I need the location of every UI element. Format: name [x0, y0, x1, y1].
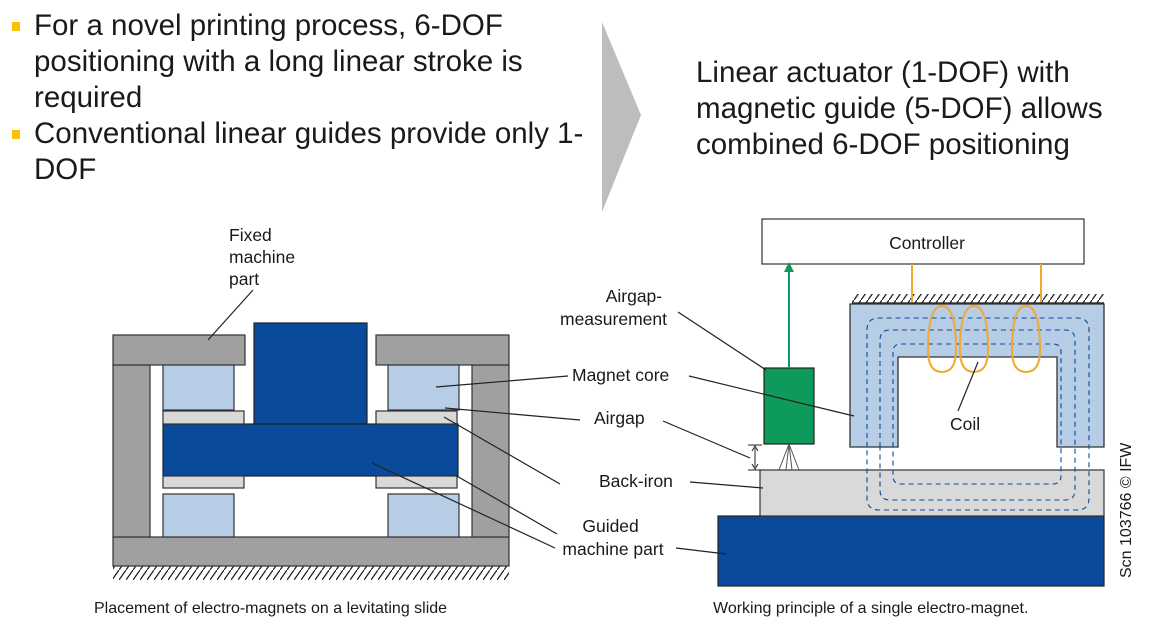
- label-magnet-core: Magnet core: [572, 365, 669, 385]
- problem-bullets: For a novel printing process, 6-DOF posi…: [10, 8, 590, 188]
- label-airgap-measurement: Airgap- measurement: [560, 286, 667, 329]
- levitating-slide-diagram: Fixed machine part Guided machine part P…: [94, 225, 664, 617]
- upper-back-iron: [162, 410, 245, 425]
- upper-back-iron: [375, 410, 458, 425]
- label-airgap: Airgap: [594, 408, 645, 428]
- electromagnet-diagram: Controller: [560, 218, 1135, 617]
- sensor-beam: [778, 443, 800, 471]
- back-iron-block: [759, 469, 1105, 517]
- bullet-item: Conventional linear guides provide only …: [10, 116, 590, 188]
- copyright-note: Scn 103766 © IFW: [1118, 442, 1135, 578]
- lower-magnet: [387, 493, 460, 538]
- coil-wire: [911, 264, 1042, 374]
- top-plate-right: [375, 334, 510, 366]
- bullet-marker-icon: [12, 22, 20, 31]
- top-plate-left: [112, 334, 246, 366]
- slide-bar: [162, 423, 459, 477]
- lower-back-iron: [375, 475, 458, 489]
- lower-back-iron: [162, 475, 245, 489]
- signal-arrow-icon: [784, 262, 794, 272]
- controller-box: [761, 218, 1085, 265]
- label-fixed-machine-part: Fixed machine part: [229, 225, 300, 289]
- airgap-dimension: [748, 444, 762, 471]
- flux-lines: [866, 317, 1090, 511]
- bullet-text: For a novel printing process, 6-DOF posi…: [34, 9, 523, 114]
- chevron-arrow-icon: [602, 22, 641, 212]
- bullet-text: Conventional linear guides provide only …: [34, 117, 584, 186]
- airgap-sensor: [763, 367, 815, 445]
- controller-label: Controller: [889, 233, 965, 253]
- bullet-marker-icon: [12, 130, 20, 139]
- label-coil: Coil: [950, 414, 980, 434]
- left-caption: Placement of electro-magnets on a levita…: [94, 600, 447, 617]
- base-block: [717, 515, 1105, 587]
- upper-magnet: [162, 364, 235, 411]
- upper-magnet: [387, 364, 460, 411]
- mount-hatch: [852, 294, 1104, 303]
- leader-lines: [207, 289, 979, 555]
- left-side-wall: [112, 364, 151, 538]
- slide-upright: [253, 322, 368, 425]
- ground-hatch: [113, 566, 509, 580]
- bullet-item: For a novel printing process, 6-DOF posi…: [10, 8, 590, 116]
- right-caption: Working principle of a single electro-ma…: [713, 600, 1028, 617]
- lower-magnet: [162, 493, 235, 538]
- base-plate: [112, 536, 510, 567]
- label-back-iron: Back-iron: [599, 471, 673, 491]
- label-guided-machine-part: Guided machine part: [562, 516, 663, 559]
- conclusion-text: Linear actuator (1-DOF) with magnetic gu…: [696, 56, 1103, 161]
